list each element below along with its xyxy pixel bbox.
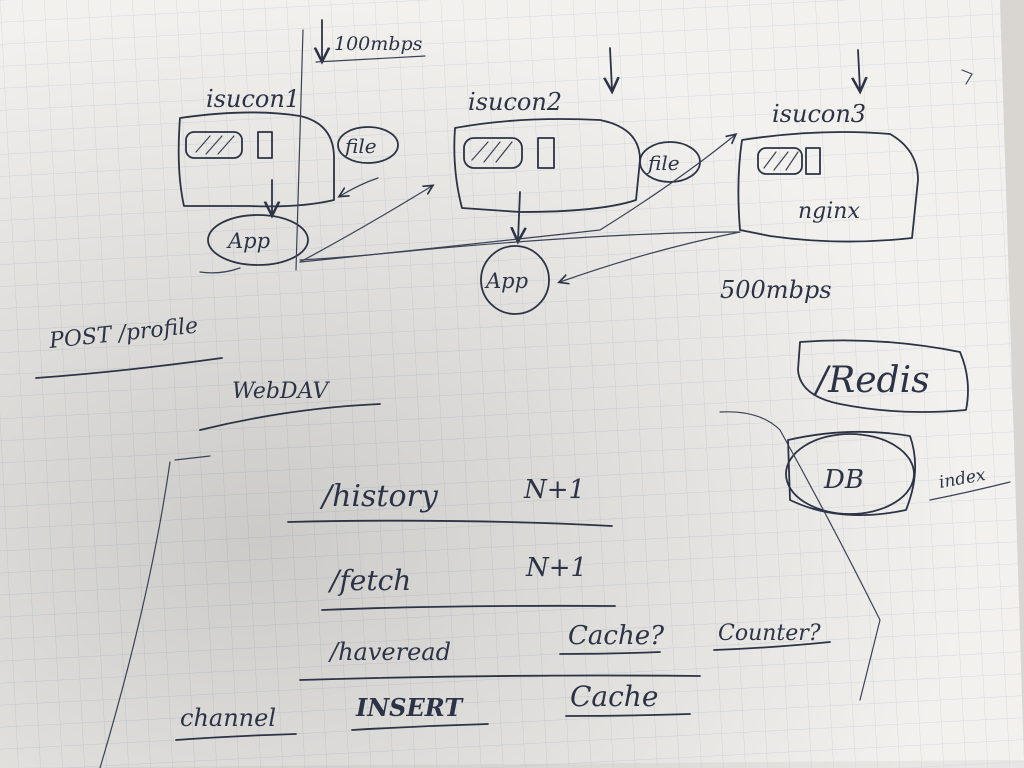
isucon3-disk-icon — [757, 147, 803, 175]
isucon1-file-bubble — [337, 126, 399, 164]
task-row: /haveread Cache? Counter? — [299, 621, 831, 681]
isucon2-app-bubble — [480, 245, 550, 315]
isucon1-box — [177, 111, 335, 208]
bandwidth-top-label: 100mbps — [334, 33, 423, 55]
isucon2-app-label: App — [484, 269, 528, 293]
isucon1-file-label: file — [343, 134, 377, 158]
isucon2-cpu-icon — [537, 137, 555, 169]
task-note: INSERT — [355, 693, 464, 722]
isucon3-nginx-label: nginx — [798, 199, 860, 224]
bandwidth-right-label: 500mbps — [720, 276, 832, 304]
isucon2-file-label: file — [646, 151, 680, 175]
task-note: Cache? — [568, 621, 665, 651]
left-frame-stroke — [99, 455, 211, 768]
corner-mark — [961, 69, 973, 85]
flow-arrows — [199, 135, 741, 282]
server-isucon2: isucon2 file App — [453, 47, 701, 315]
task-note-secondary: Counter? — [718, 621, 821, 646]
redis-box — [797, 339, 969, 413]
right-frame-stroke — [719, 411, 881, 701]
task-name: channel — [180, 704, 276, 732]
redis-label: /Redis — [813, 360, 930, 401]
server-isucon3: isucon3 nginx — [737, 49, 919, 243]
isucon2-label: isucon2 — [468, 88, 562, 116]
task-row: channel INSERT Cache — [175, 680, 691, 741]
isucon2-disk-icon — [463, 137, 523, 169]
task-name: /history — [319, 479, 439, 514]
task-note-secondary: Cache — [570, 680, 658, 713]
task-list: /history N+1 /fetch N+1 /haveread Cache?… — [175, 475, 831, 741]
task-row: /history N+1 — [287, 475, 613, 527]
isucon1-label: isucon1 — [206, 85, 300, 113]
note-webdav: WebDAV — [199, 379, 381, 431]
task-note: N+1 — [525, 553, 587, 583]
db-ellipse — [785, 433, 915, 515]
isucon3-box — [737, 131, 919, 243]
task-note: N+1 — [523, 475, 585, 505]
isucon1-cpu-icon — [257, 131, 273, 159]
note-redis: /Redis — [797, 339, 969, 413]
task-name: /haveread — [328, 638, 451, 666]
db-label: DB — [823, 465, 864, 495]
server-isucon1: isucon1 file App — [177, 85, 399, 266]
bandwidth-top: 100mbps — [295, 19, 426, 271]
task-name: /fetch — [327, 564, 411, 597]
isucon1-disk-icon — [185, 131, 243, 159]
isucon3-cpu-icon — [805, 147, 821, 175]
isucon2-box — [453, 118, 641, 213]
isucon3-label: isucon3 — [772, 100, 866, 128]
isucon1-app-label: App — [226, 229, 270, 253]
webdav-label: WebDAV — [232, 379, 330, 404]
isucon1-app-bubble — [207, 214, 309, 266]
task-row: /fetch N+1 — [321, 553, 616, 611]
